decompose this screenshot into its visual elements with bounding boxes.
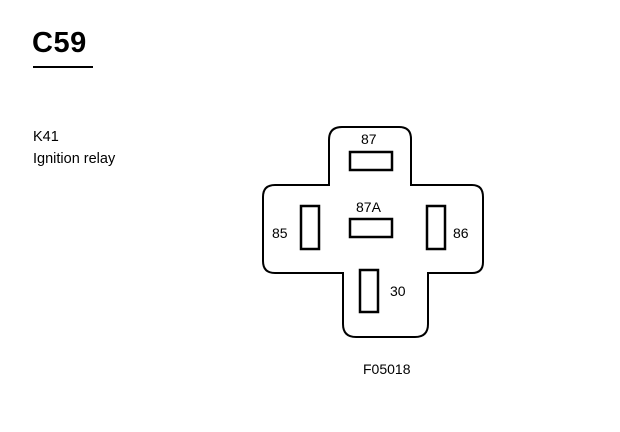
pin-label-85: 85 [272, 225, 288, 241]
pin-label-86: 86 [453, 225, 469, 241]
pin-slot-85 [299, 204, 321, 251]
connector-id-underline [33, 66, 93, 68]
pin-label-87a: 87A [356, 199, 382, 215]
connector-id: C59 [32, 27, 87, 59]
pin-slot-87 [348, 150, 394, 172]
connector-outline [262, 126, 484, 338]
pin-slot-30 [358, 268, 380, 314]
component-code: K41 [33, 129, 59, 145]
component-name: Ignition relay [33, 151, 116, 167]
pin-label-87: 87 [361, 131, 377, 147]
pin-slot-87a [348, 217, 394, 239]
pin-slot-86 [425, 204, 447, 251]
pin-label-30: 30 [390, 283, 406, 299]
figure-reference: F05018 [363, 361, 411, 377]
